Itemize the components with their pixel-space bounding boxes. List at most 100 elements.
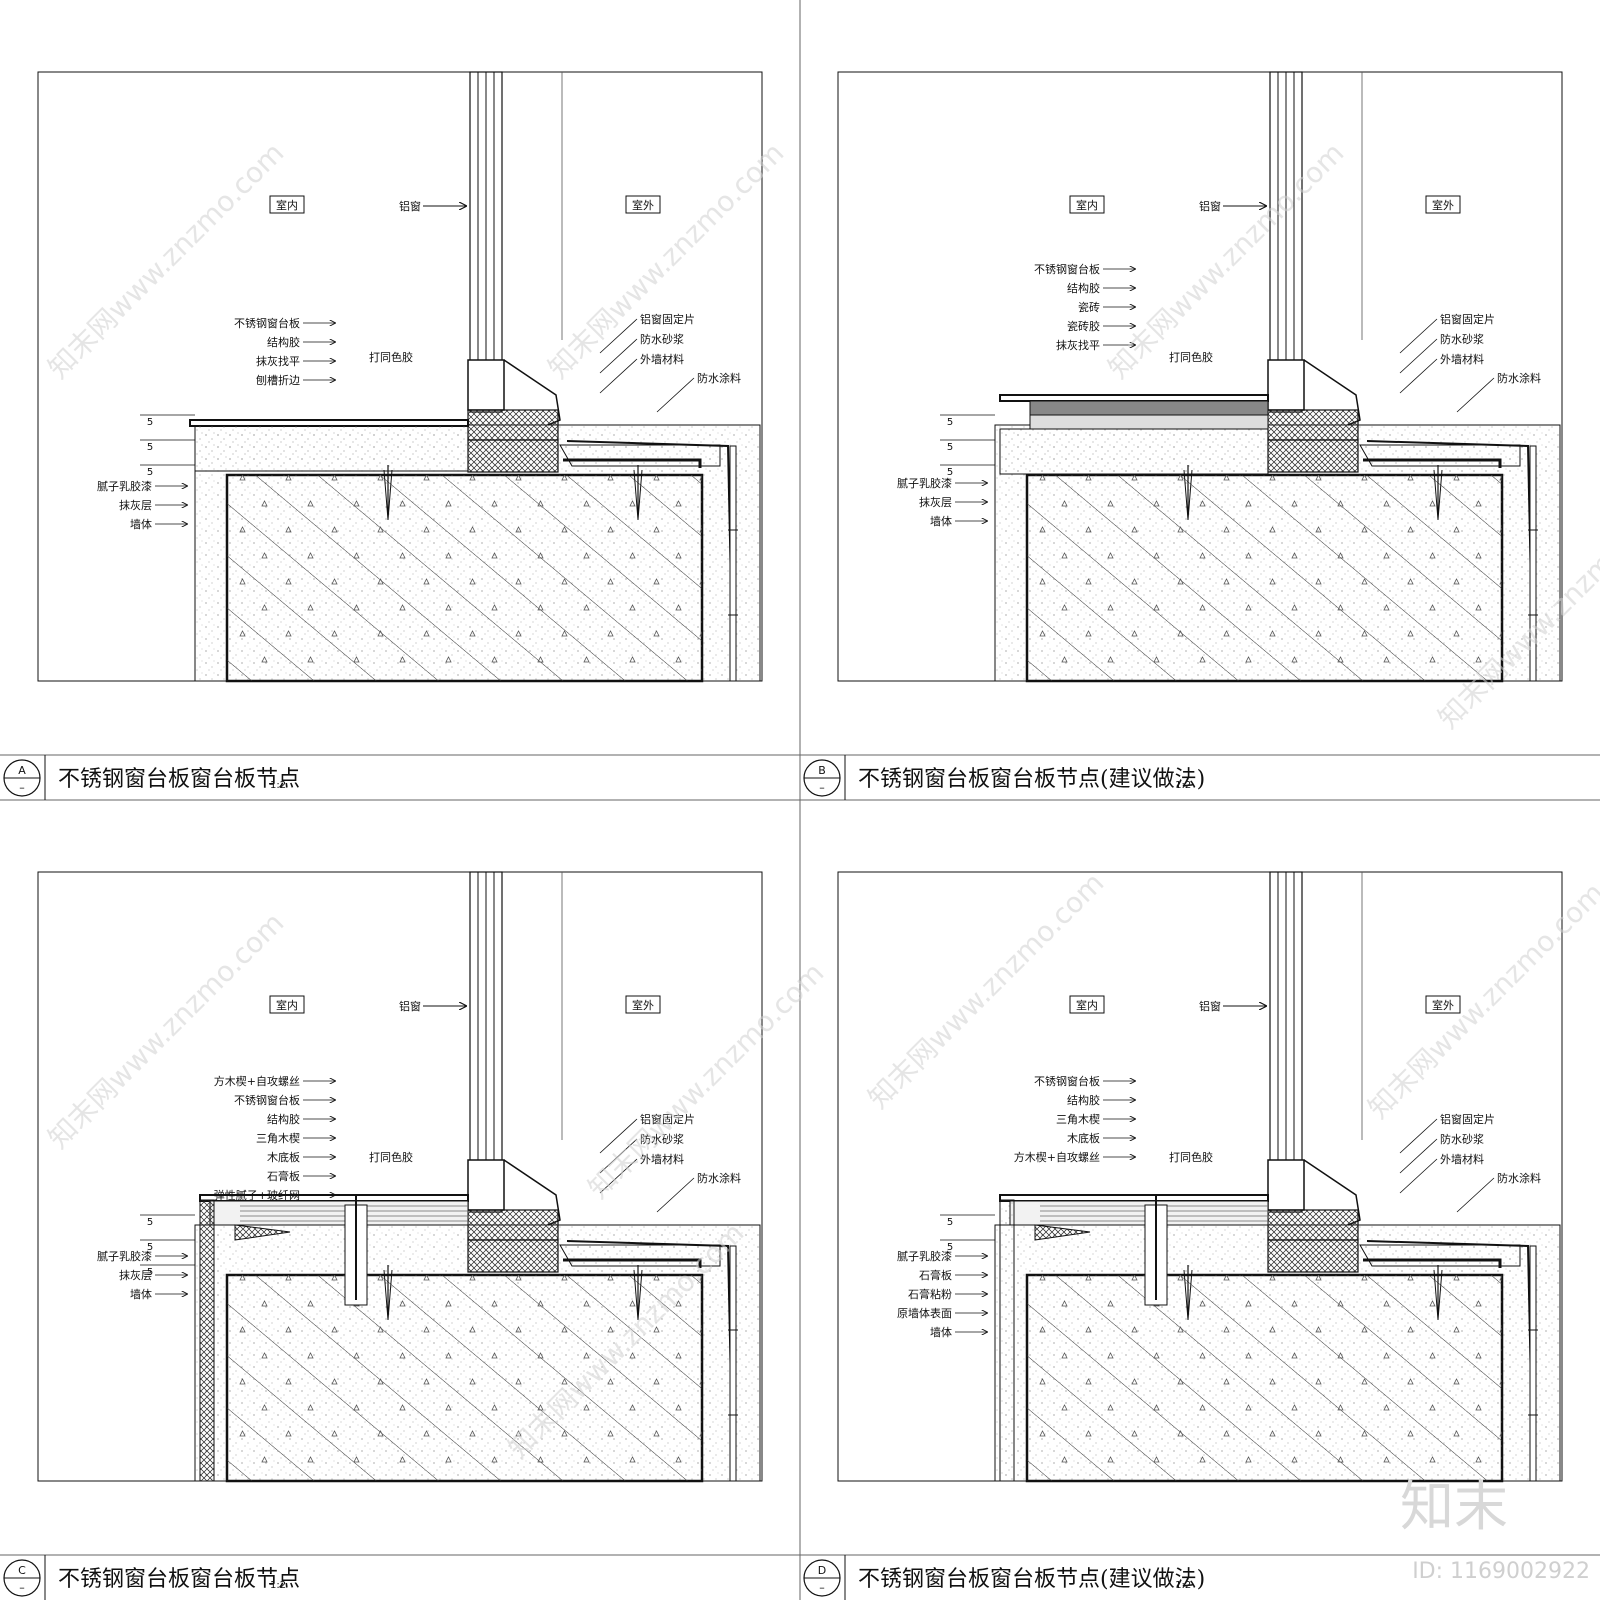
callout-leader bbox=[599, 1158, 638, 1194]
window-base-block bbox=[1267, 439, 1359, 473]
callout-leader bbox=[599, 318, 638, 354]
outside-tag: 室外 bbox=[625, 995, 661, 1014]
callout-leader bbox=[1399, 358, 1438, 394]
window-subframe bbox=[1267, 409, 1359, 441]
callout-label: 石膏板 bbox=[919, 1268, 952, 1282]
callout-label: 石膏粘粉 bbox=[908, 1287, 952, 1301]
watermark-text: 知末网www.znzmo.com bbox=[542, 136, 791, 385]
anchor-body bbox=[633, 469, 643, 521]
watermark-text: 知末网www.znzmo.com bbox=[1362, 876, 1600, 1125]
callout-leader bbox=[1399, 318, 1438, 354]
dimension-value: 5 bbox=[947, 467, 953, 478]
wall-aggregate bbox=[227, 1275, 702, 1481]
dimension-value: 5 bbox=[147, 467, 153, 478]
gypsum-board bbox=[199, 1199, 215, 1482]
window-subframe bbox=[467, 1209, 559, 1241]
inside-tag: 室内 bbox=[1069, 995, 1105, 1014]
window-sash bbox=[1267, 359, 1305, 411]
window-base-block bbox=[467, 1239, 559, 1273]
callout-label: 铝窗固定片 bbox=[640, 1112, 695, 1126]
dimension-value: 5 bbox=[147, 417, 153, 428]
callout-label: 木底板 bbox=[267, 1150, 300, 1164]
wood-base-board bbox=[1009, 1200, 1269, 1226]
callout-label: 防水砂浆 bbox=[640, 332, 684, 346]
callout-label: 铝窗固定片 bbox=[1440, 312, 1495, 326]
callout-leader bbox=[1399, 1118, 1438, 1154]
outside-label: 室外 bbox=[1432, 198, 1454, 212]
callout-label: 三角木楔 bbox=[256, 1132, 300, 1145]
outside-tag-box bbox=[625, 195, 661, 214]
outside-tag: 室外 bbox=[625, 195, 661, 214]
detail-panel-c: 室内室外铝窗方木楔+自攻螺丝不锈钢窗台板结构胶三角木楔木底板石膏板弹性腻子+玻纤… bbox=[3, 871, 763, 1600]
anchor-body bbox=[633, 1269, 643, 1321]
watermark-text: 知末网www.znzmo.com bbox=[1102, 136, 1351, 385]
callout-label: 铝窗固定片 bbox=[640, 312, 695, 326]
inside-label: 室内 bbox=[1076, 998, 1098, 1012]
callout-label: 抹灰找平 bbox=[1056, 338, 1100, 352]
inside-tag: 室内 bbox=[269, 195, 305, 214]
window-sash bbox=[1267, 1159, 1305, 1211]
callout-label: 腻子乳胶漆 bbox=[897, 1249, 952, 1263]
callout-leader bbox=[1399, 1138, 1438, 1174]
waterproof-mortar bbox=[559, 444, 721, 467]
callout-label: 结构胶 bbox=[1067, 1093, 1100, 1107]
callout-label: 不锈钢窗台板 bbox=[234, 1093, 300, 1107]
dimension-value: 5 bbox=[947, 442, 953, 453]
watermark-id: ID: 1169002922 bbox=[1412, 1559, 1590, 1584]
inside-label: 室内 bbox=[276, 998, 298, 1012]
detail-scale: 1:2 bbox=[270, 1580, 286, 1591]
callout-label: 防水砂浆 bbox=[640, 1132, 684, 1146]
detail-sheet-dash: – bbox=[819, 1581, 825, 1594]
detail-title: 不锈钢窗台板窗台板节点(建议做法) bbox=[858, 1567, 1205, 1592]
callout-label: 腻子乳胶漆 bbox=[897, 476, 952, 490]
anchor-body bbox=[1183, 1269, 1193, 1321]
inside-tag-box bbox=[1069, 195, 1105, 214]
callout-label: 结构胶 bbox=[267, 1112, 300, 1126]
stainless-sill-plate bbox=[999, 1194, 1269, 1202]
wall-aggregate bbox=[1027, 475, 1502, 681]
detail-scale: 1:2 bbox=[270, 780, 286, 791]
watermark-text: 知末网www.znzmo.com bbox=[42, 906, 291, 1155]
dimension-value: 5 bbox=[947, 1242, 953, 1253]
outside-tag-box bbox=[1425, 995, 1461, 1014]
callout-label: 刨槽折边 bbox=[256, 373, 300, 387]
detail-panel-a: 室内室外铝窗不锈钢窗台板结构胶抹灰找平刨槽折边腻子乳胶漆抹灰层墙体打同色胶铝窗固… bbox=[3, 71, 763, 800]
callout-leader bbox=[1399, 338, 1438, 374]
detail-title: 不锈钢窗台板窗台板节点(建议做法) bbox=[858, 767, 1205, 792]
callout-label: 防水砂浆 bbox=[1440, 1132, 1484, 1146]
window-label: 铝窗 bbox=[1199, 199, 1221, 213]
callout-label: 瓷砖 bbox=[1078, 300, 1100, 314]
inside-tag-box bbox=[269, 995, 305, 1014]
cladding-face bbox=[729, 1245, 737, 1482]
callout-label: 木底板 bbox=[1067, 1131, 1100, 1145]
window-subframe bbox=[467, 409, 559, 441]
callout-label: 墙体 bbox=[930, 1325, 952, 1339]
waterproof-coating bbox=[563, 458, 702, 468]
callout-label: 外墙材料 bbox=[1440, 1152, 1484, 1166]
anchor-body bbox=[1433, 469, 1443, 521]
callout-label: 防水涂料 bbox=[1497, 1171, 1541, 1185]
dimension-value: 5 bbox=[147, 1242, 153, 1253]
wall-aggregate bbox=[1027, 1275, 1502, 1481]
detail-id: C bbox=[18, 1564, 26, 1577]
callout-label: 方木楔+自攻螺丝 bbox=[1014, 1150, 1100, 1164]
callout-label: 三角木楔 bbox=[1056, 1113, 1100, 1126]
callout-label: 抹灰层 bbox=[119, 1268, 152, 1282]
outside-tag: 室外 bbox=[1425, 995, 1461, 1014]
outside-tag: 室外 bbox=[1425, 195, 1461, 214]
callout-leader bbox=[599, 358, 638, 394]
leveling-plaster bbox=[999, 428, 1269, 475]
callout-label: 腻子乳胶漆 bbox=[97, 1249, 152, 1263]
ceramic-tile bbox=[1029, 400, 1269, 416]
wood-base-board bbox=[209, 1200, 469, 1226]
triangle-wood-wedge bbox=[1034, 1224, 1091, 1241]
detail-sheet-dash: – bbox=[19, 781, 25, 794]
waterproof-coating bbox=[1363, 458, 1502, 468]
inside-label: 室内 bbox=[1076, 198, 1098, 212]
leveling-plaster bbox=[194, 425, 469, 472]
triangle-wood-wedge bbox=[234, 1224, 291, 1241]
window-base-block bbox=[1267, 1239, 1359, 1273]
callout-label: 外墙材料 bbox=[640, 1152, 684, 1166]
